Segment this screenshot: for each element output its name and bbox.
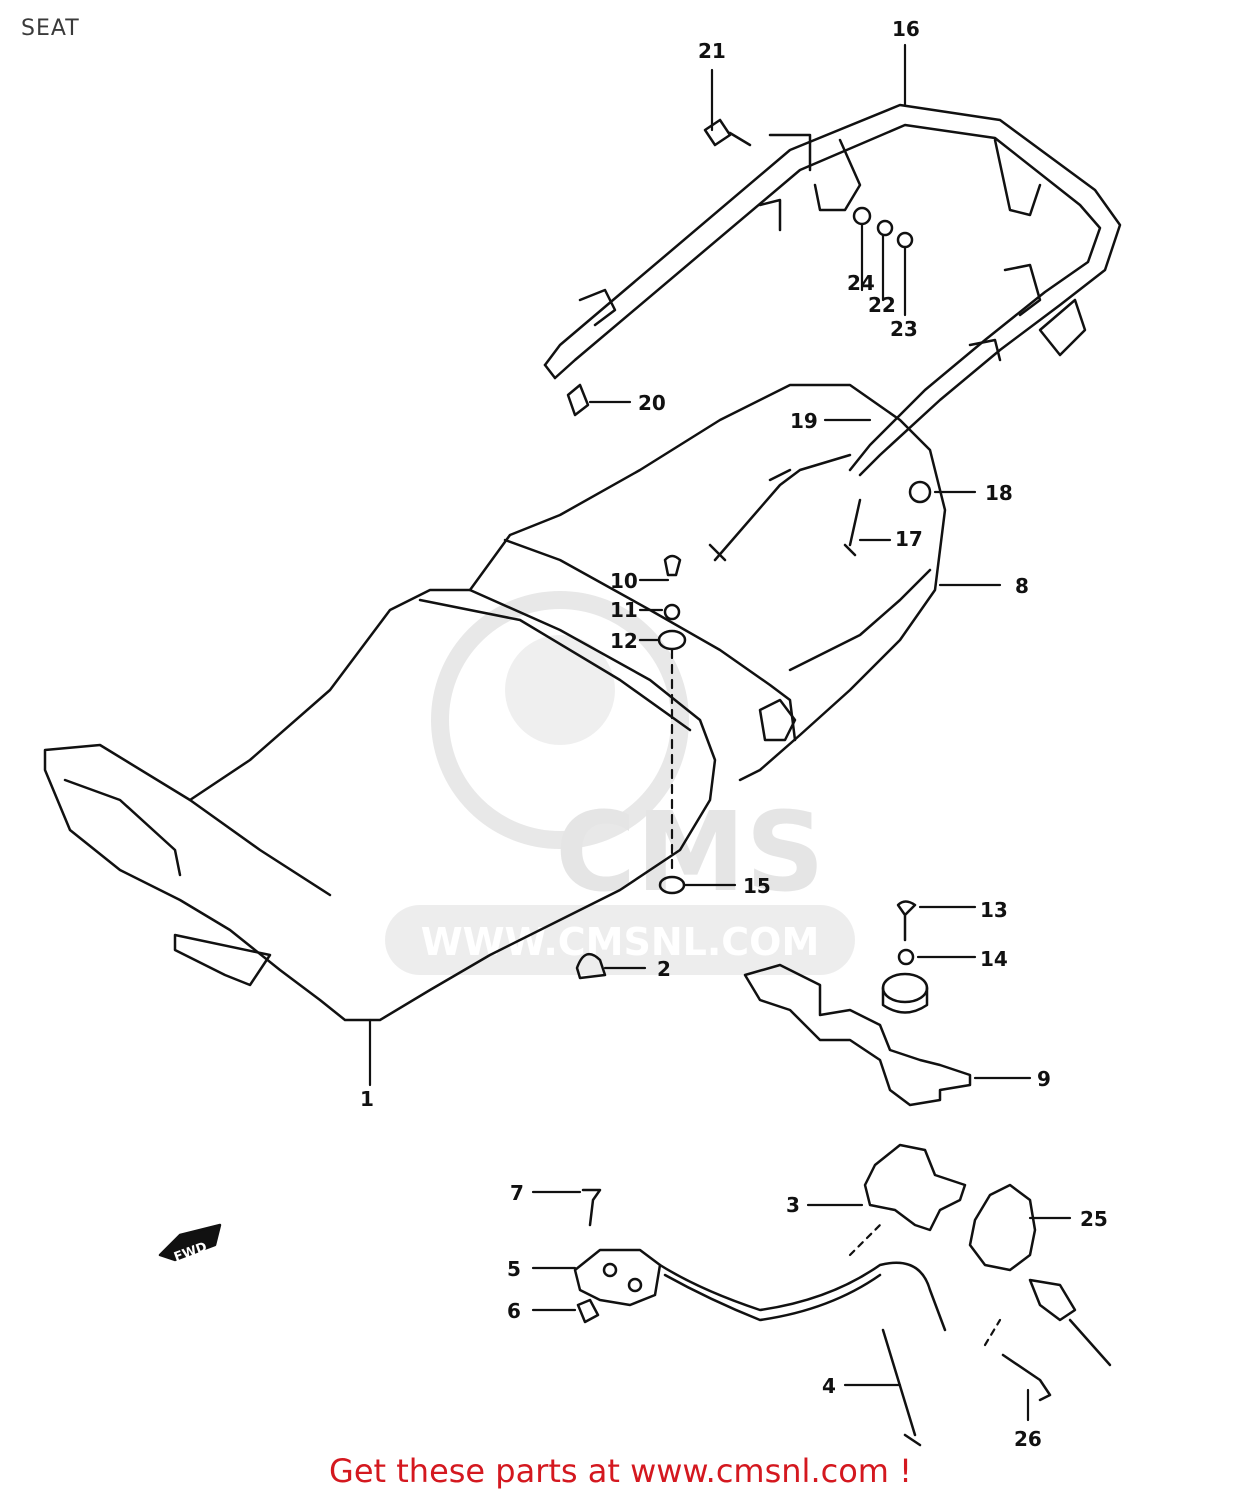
part-label-26: 26 <box>1014 1427 1042 1451</box>
part-label-13: 13 <box>980 898 1008 922</box>
lock-bracket <box>863 1143 967 1232</box>
part-label-20: 20 <box>638 391 666 415</box>
part-label-3: 3 <box>786 1193 800 1217</box>
grab-rail <box>543 103 1122 477</box>
leader-lines <box>368 43 1072 1422</box>
fwd-arrow-icon <box>158 1223 222 1262</box>
front-seat <box>43 588 717 1022</box>
part-label-9: 9 <box>1037 1067 1051 1091</box>
part-label-19: 19 <box>790 409 818 433</box>
seat-bracket <box>743 963 972 1107</box>
part-label-15: 15 <box>743 874 771 898</box>
part-label-1: 1 <box>360 1087 374 1111</box>
part-label-23: 23 <box>890 317 918 341</box>
cms-watermark: CMS WWW.CMSNL.COM <box>385 591 855 975</box>
part-label-22: 22 <box>868 293 896 317</box>
part-label-8: 8 <box>1015 574 1029 598</box>
part-labels: 1 2 3 4 5 6 7 8 9 10 11 12 13 14 15 16 1… <box>360 17 1108 1451</box>
page-title: SEAT <box>21 16 80 41</box>
watermark-url-text: WWW.CMSNL.COM <box>421 920 820 964</box>
part-label-16: 16 <box>892 17 920 41</box>
part-label-17: 17 <box>895 527 923 551</box>
part-label-7: 7 <box>510 1181 524 1205</box>
part-label-4: 4 <box>822 1374 836 1398</box>
rear-seat-cover <box>468 383 947 782</box>
hardware <box>566 118 1052 1447</box>
watermark-logo-text: CMS <box>555 788 824 916</box>
get-parts-link[interactable]: Get these parts at www.cmsnl.com ! <box>329 1452 912 1490</box>
part-label-24: 24 <box>847 271 875 295</box>
part-label-11: 11 <box>610 598 638 622</box>
part-label-5: 5 <box>507 1257 521 1281</box>
part-label-21: 21 <box>698 39 726 63</box>
seat-lock <box>968 1183 1112 1367</box>
latch-and-cable <box>573 1248 947 1332</box>
part-label-2: 2 <box>657 957 671 981</box>
part-label-25: 25 <box>1080 1207 1108 1231</box>
part-label-18: 18 <box>985 481 1013 505</box>
part-label-10: 10 <box>610 569 638 593</box>
part-label-12: 12 <box>610 629 638 653</box>
part-label-6: 6 <box>507 1299 521 1323</box>
part-label-14: 14 <box>980 947 1008 971</box>
